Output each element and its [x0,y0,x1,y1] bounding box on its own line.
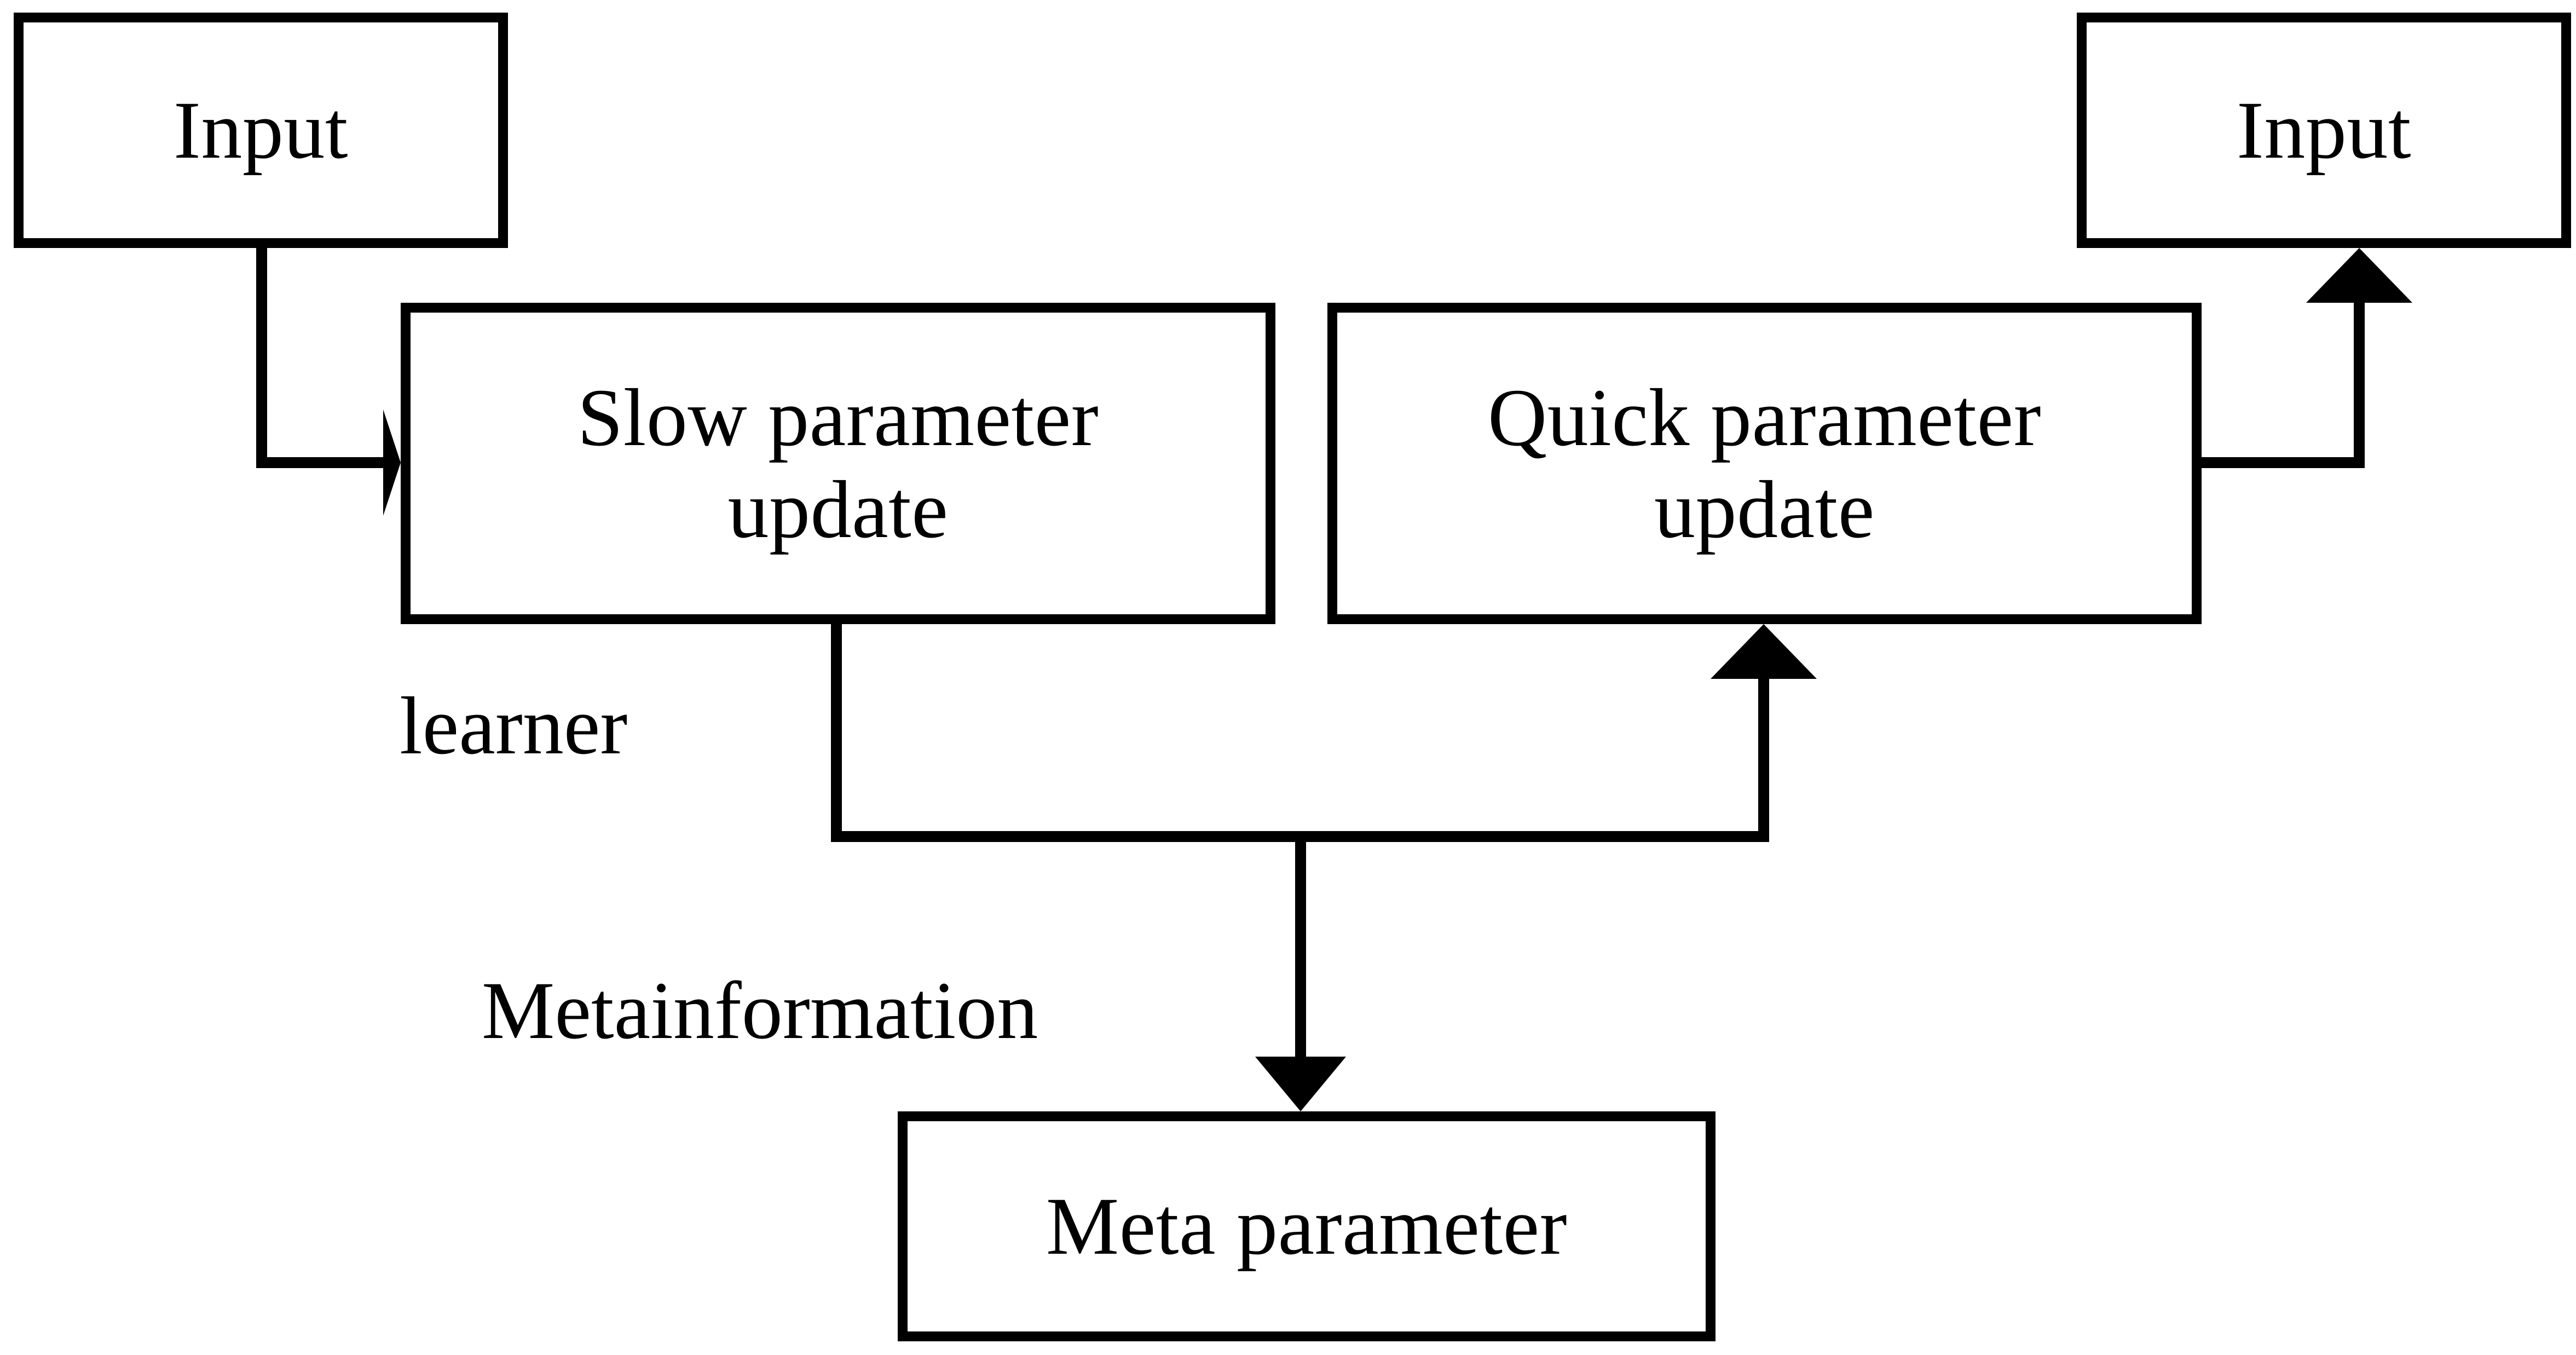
node-slow-parameter-update-label: Slow parameter update [577,372,1099,555]
edge-input-left-to-slow [256,243,401,516]
node-input-right-label: Input [2236,85,2412,176]
arrowhead-up-icon [1711,624,1817,679]
node-meta-parameter-label: Meta parameter [1046,1181,1568,1272]
edge-slow-to-quick [831,619,1817,842]
node-meta-parameter[interactable]: Meta parameter [898,1111,1716,1341]
node-input-left-label: Input [173,85,349,176]
arrowhead-up-icon [2306,248,2412,303]
node-quick-parameter-update-label: Quick parameter update [1487,372,2042,555]
node-input-left[interactable]: Input [14,13,508,248]
annotation-learner: learner [400,681,628,771]
arrowhead-down-icon [1255,1057,1346,1111]
node-input-right[interactable]: Input [2077,13,2571,248]
node-quick-parameter-update[interactable]: Quick parameter update [1327,303,2202,624]
annotation-metainformation: Metainformation [482,965,1038,1056]
edge-quick-to-input-right [2196,248,2412,468]
node-slow-parameter-update[interactable]: Slow parameter update [401,303,1275,624]
edge-slow-to-meta [1255,831,1346,1111]
arrowhead-right-icon [383,410,401,516]
